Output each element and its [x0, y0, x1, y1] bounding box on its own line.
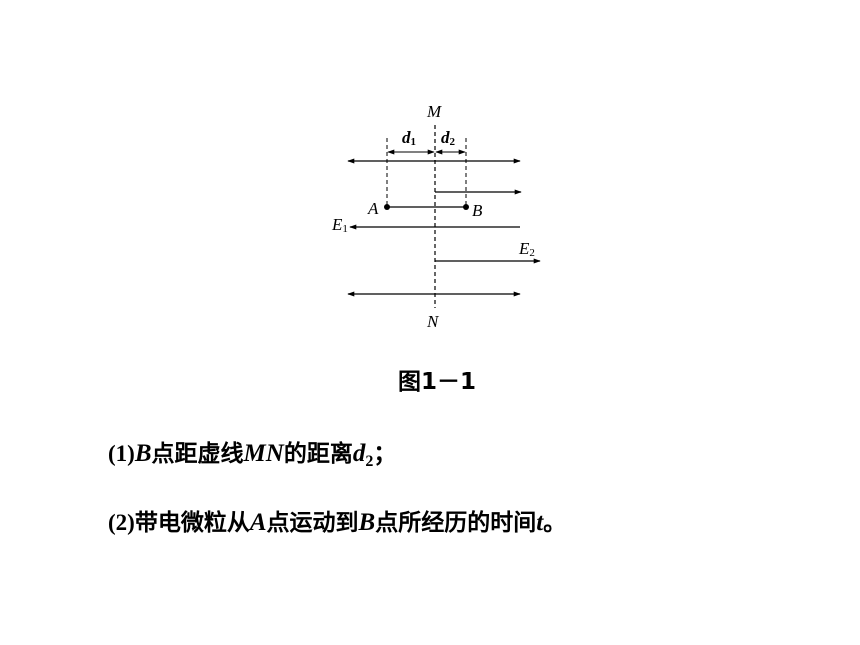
figure-caption: 图1－1 [398, 369, 477, 395]
question-1: (1)B点距虚线MN的距离d2； [108, 434, 397, 470]
label-d2-sub: 2 [450, 136, 456, 148]
question-2-var-t: t [536, 509, 544, 536]
label-d1-sub: 1 [411, 136, 417, 148]
point-a [384, 204, 390, 210]
question-2-text2: 点运动到 [266, 510, 359, 536]
label-d1: d1 [402, 128, 416, 148]
question-1-var-d: d [352, 440, 366, 467]
question-1-text2: 的距离 [283, 441, 353, 467]
label-d2-main: d [441, 128, 450, 147]
label-a: A [367, 199, 379, 218]
question-1-var-d-sub: 2 [365, 453, 374, 470]
question-1-suffix: ； [373, 441, 397, 467]
label-e2: E2 [518, 239, 535, 259]
label-n: N [426, 312, 440, 331]
label-d1-main: d [402, 128, 411, 147]
label-e1-sub: 1 [342, 223, 348, 235]
label-b: B [472, 201, 483, 220]
label-e2-main: E [518, 239, 530, 258]
question-2-prefix: (2) [108, 510, 135, 535]
question-2-suffix: 。 [543, 510, 567, 536]
question-2-text1: 带电微粒从 [134, 510, 250, 536]
question-2: (2)带电微粒从A点运动到B点所经历的时间t。 [108, 503, 566, 537]
question-1-text1: 点距虚线 [151, 441, 244, 467]
field-diagram: M N A B E1 E2 d1 d2 [331, 102, 541, 331]
question-1-var-b: B [134, 440, 152, 467]
point-b [463, 204, 469, 210]
question-1-var-mn: MN [243, 440, 284, 467]
question-2-var-a: A [249, 509, 267, 536]
label-m: M [426, 102, 442, 121]
question-1-prefix: (1) [108, 441, 135, 466]
label-e1-main: E [331, 215, 343, 234]
label-e1: E1 [331, 215, 348, 235]
question-2-var-b: B [358, 509, 376, 536]
label-e2-sub: 2 [529, 247, 535, 259]
question-2-text3: 点所经历的时间 [375, 510, 537, 536]
label-d2: d2 [441, 128, 456, 148]
